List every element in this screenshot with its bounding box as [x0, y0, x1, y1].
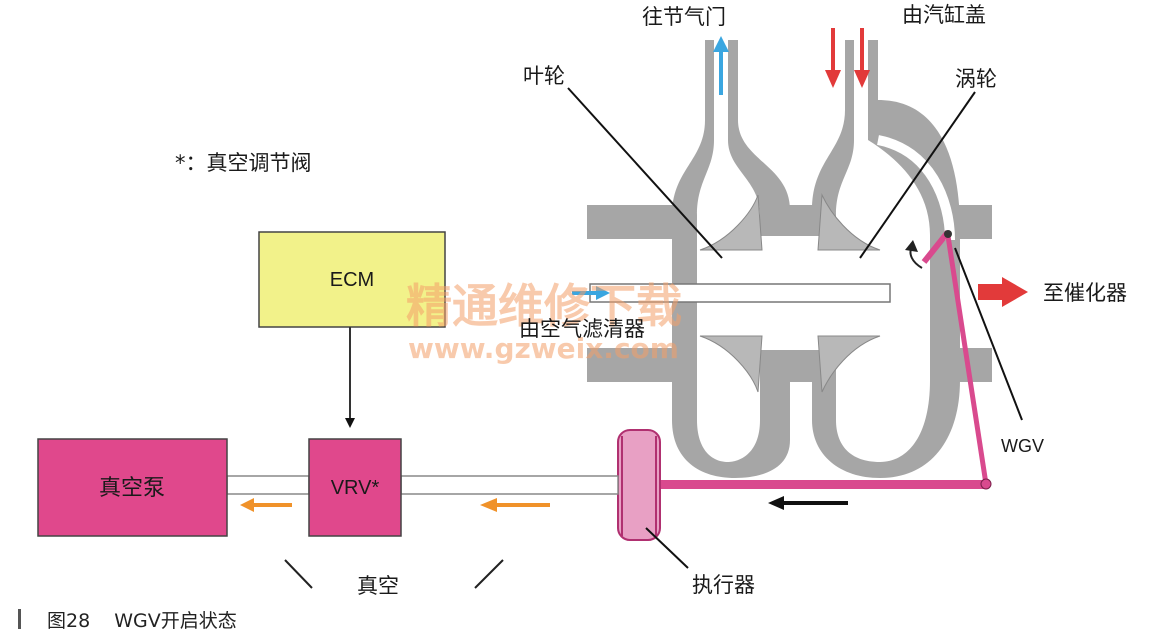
- label-impeller: 叶轮: [523, 64, 565, 88]
- turbocharger-housing: [587, 40, 992, 478]
- watermark-line1: 精通维修下载: [406, 279, 682, 333]
- vacuum-pump-box: [37, 438, 228, 537]
- vrv-label: VRV*: [331, 477, 380, 499]
- actuator-leader: [645, 527, 689, 569]
- turbine-blade-bottom: [817, 335, 881, 393]
- flow-arrows: [572, 28, 1028, 307]
- label-vacuum: 真空: [357, 574, 399, 598]
- vacuum-arrow-left-head: [240, 498, 254, 512]
- label-to-throttle: 往节气门: [642, 5, 726, 29]
- figure-caption: 图28 WGV开启状态: [18, 606, 237, 632]
- watermark-line2: www.gzweix.com: [408, 332, 679, 365]
- arrow-intake-head: [596, 286, 610, 300]
- turbine-leader: [859, 91, 976, 259]
- arrow-to-throttle-head: [713, 36, 729, 52]
- label-from-cylinder-head: 由汽缸盖: [902, 3, 986, 27]
- wgv-flap: [921, 230, 951, 264]
- impeller-leader: [567, 87, 723, 259]
- arrow-from-head-1-tip: [825, 70, 841, 88]
- arrow-from-head-2-tip: [854, 70, 870, 88]
- vacuum-lines: [226, 475, 848, 512]
- vrv-actuator-hose: [400, 475, 619, 495]
- wastegate-bypass: [876, 135, 955, 241]
- turbo-wastegate-diagram: 精通维修下载 www.gzweix.com 往节气门 由汽缸盖 叶轮 涡轮 *：…: [37, 3, 1127, 598]
- label-to-catalyst: 至催化器: [1043, 281, 1127, 305]
- actuator-rod: [660, 480, 988, 489]
- wgv-leader: [954, 247, 1023, 421]
- actuator: [617, 429, 661, 541]
- caption-figure-number: 图28: [47, 609, 91, 632]
- arrow-to-catalyst-shaft: [978, 284, 1004, 300]
- legend-note: *：真空调节阀: [175, 151, 312, 175]
- vrv-box: [308, 438, 402, 537]
- impeller-blade-bottom: [699, 335, 763, 393]
- label-from-air-filter: 由空气滤清器: [519, 317, 645, 341]
- ecm-box: [258, 231, 446, 328]
- ecm-label: ECM: [330, 269, 374, 291]
- caption-bar: [18, 609, 21, 629]
- vacuum-bracket-right: [474, 559, 504, 589]
- caption-title: WGV开启状态: [114, 609, 237, 632]
- wgv-lever: [945, 235, 989, 485]
- label-wgv: WGV: [1001, 436, 1044, 456]
- wgv-swing-arrow-head: [905, 240, 918, 252]
- wastegate-linkage: [660, 230, 992, 490]
- vacuum-pump-label: 真空泵: [99, 476, 165, 501]
- rod-direction-head: [768, 496, 784, 510]
- wgv-pivot: [944, 230, 952, 238]
- rod-joint: [980, 478, 992, 490]
- label-actuator: 执行器: [692, 573, 755, 597]
- label-turbine: 涡轮: [955, 67, 997, 91]
- arrow-to-catalyst-head: [1002, 277, 1028, 307]
- vacuum-bracket-left: [284, 559, 313, 589]
- pump-vrv-hose: [226, 475, 310, 495]
- actuator-body: [617, 429, 661, 541]
- vacuum-arrow-right-head: [480, 498, 497, 512]
